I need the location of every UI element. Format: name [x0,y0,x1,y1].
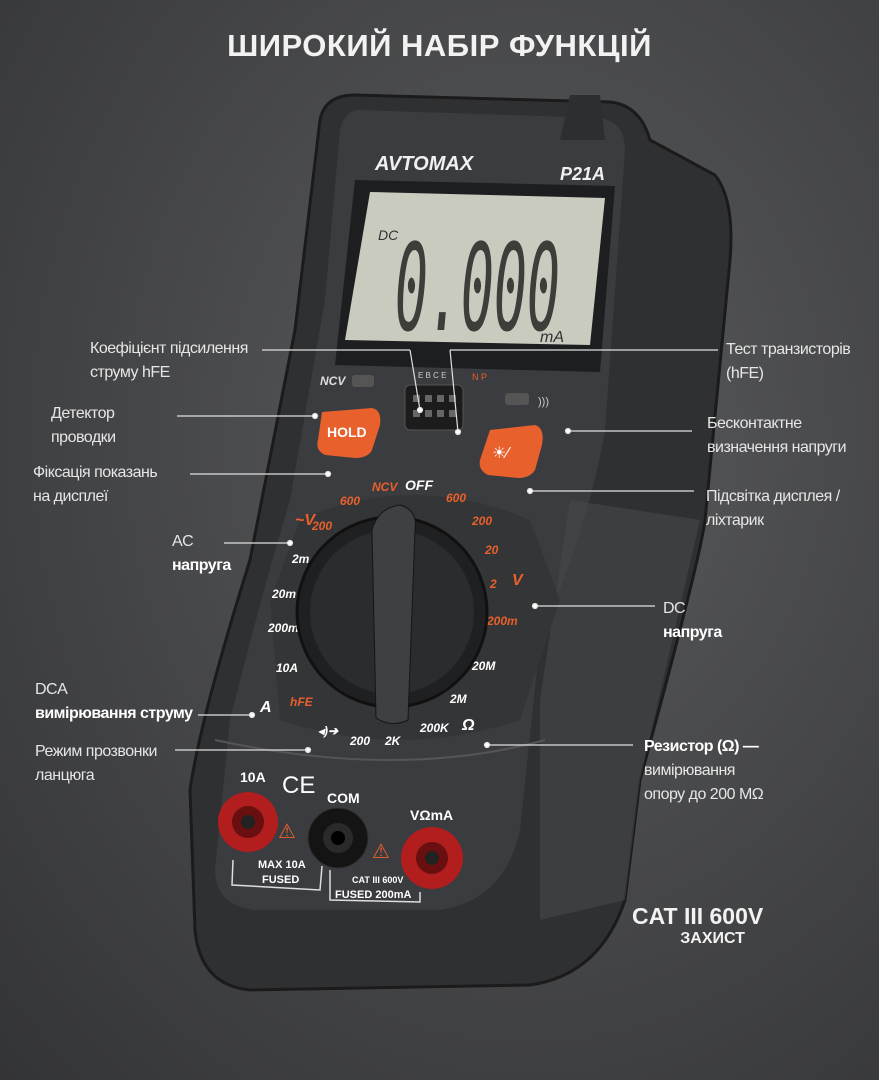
continuity-diode-icon: ◂)➔ [318,724,339,738]
ce-mark: CE [282,772,315,799]
terminal-com-label: COM [327,790,360,806]
terminal-vma-label: VΩmA [410,807,453,823]
dial-20m: 20m [271,587,296,601]
jack-10a[interactable] [218,792,278,852]
ncv-indicator-icon [505,393,529,405]
dial-2M: 2M [449,692,468,706]
lcd-unit: mA [540,329,564,346]
fuse-left-2: FUSED [262,874,299,886]
dial-200: 200 [349,734,370,748]
terminal-10a-label: 10A [240,769,266,785]
model-label: P21A [560,164,605,184]
page-title: ШИРОКИЙ НАБІР ФУНКЦІЙ [227,28,652,63]
cat-rating-value: CAT III 600V [632,903,764,929]
fuse-right-1: CAT III 600V [352,875,403,885]
lcd-screen [345,192,605,345]
jack-vma[interactable] [401,827,463,889]
dial-hfe: hFE [290,695,314,709]
dial-dcv: V [512,572,524,589]
dial-dcv-200: 200 [471,514,492,528]
dial-dcv-600: 600 [446,491,466,505]
dial-2K: 2K [384,734,402,748]
callout-lines [175,349,718,754]
rotary-dial[interactable] [295,504,489,724]
callout-backlight: Підсвітка дисплея /ліхтарик [706,488,840,529]
dial-dcv-2: 2 [489,577,497,591]
ncv-sensor-icon [352,375,374,387]
svg-text:HOLD[interactable]: HOLD [327,424,367,440]
dial-2m: 2m [291,552,310,566]
signal-icon: ))) [538,396,549,408]
callout-transistor-test: Тест транзисторів(hFE) [726,341,851,382]
cat-rating-label: ЗАХИСТ [680,930,745,947]
brand-logo: AVTOMAX [374,153,475,175]
dial-acv-200: 200 [311,519,332,533]
lcd-digits: 0.000 [395,220,560,359]
dial-ncv: NCV [372,480,398,494]
dial-200K: 200K [419,721,450,735]
dial-off: OFF [405,477,433,493]
lcd-mode: DC [378,227,399,243]
flashlight-icon[interactable]: ☀⁄ [492,445,511,462]
fuse-right-2: FUSED 200mA [335,889,411,901]
hold-button[interactable]: HOLD [317,408,381,458]
np-labels: N P [472,372,487,382]
dial-10a: 10A [276,661,298,675]
dial-ohm: Ω [461,717,475,734]
socket-labels: E B C E [418,371,446,380]
dial-200m: 200m [267,621,299,635]
warning-icon: ⚠ [278,821,296,843]
fuse-left-1: MAX 10A [258,859,306,871]
cat-rating: CAT III 600V ЗАХИСТ [632,903,763,948]
dial-dca: A [259,699,272,716]
warning-icon: ⚠ [372,841,390,863]
dial-dcv-20: 20 [484,543,499,557]
dial-20M: 20M [471,659,496,673]
dial-acv: ~V [295,512,316,529]
dial-acv-600: 600 [340,494,360,508]
dial-200m-ma: 200m [486,614,518,628]
jack-com[interactable] [307,807,369,869]
backlight-button[interactable]: ☀⁄ [479,425,543,478]
ncv-label: NCV [320,374,346,388]
